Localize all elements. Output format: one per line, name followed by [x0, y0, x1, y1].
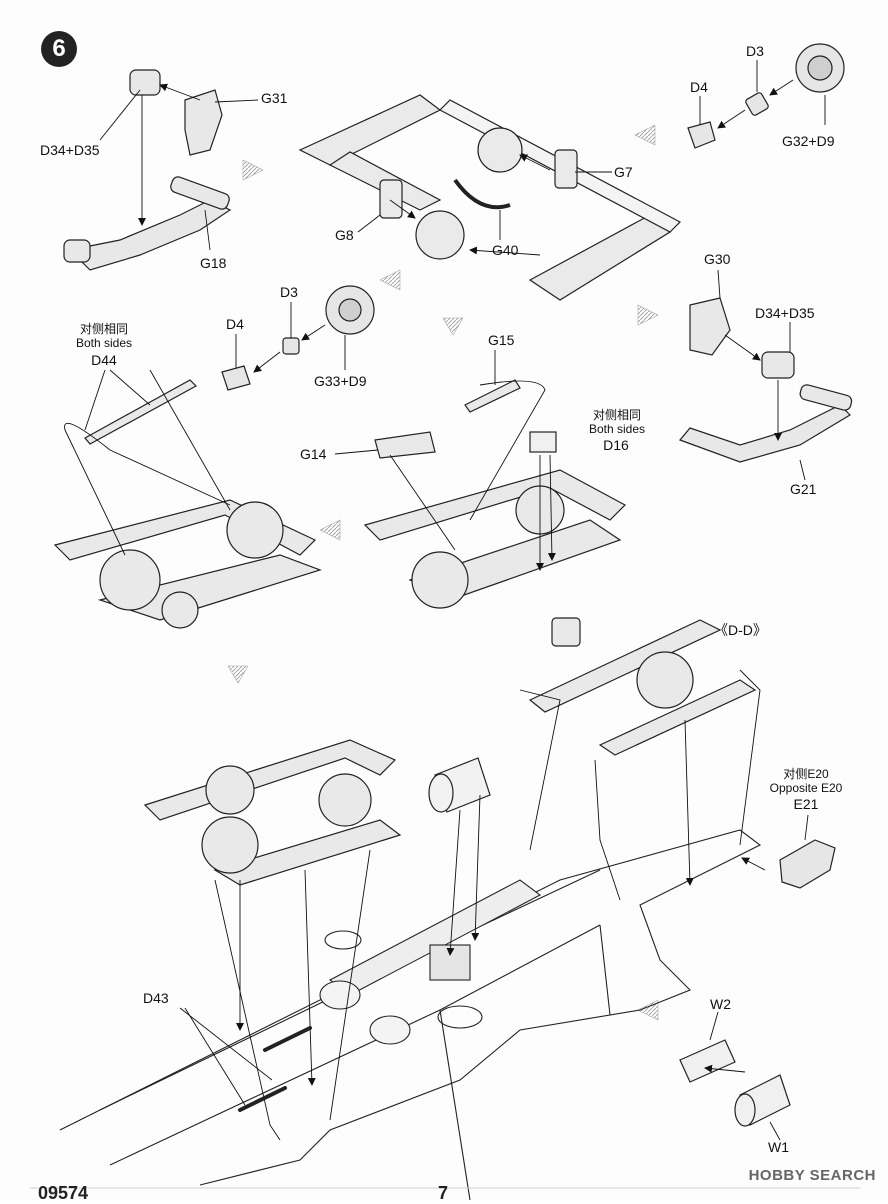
step-number-badge: 6	[41, 31, 77, 67]
label-d34-d35-right: D34+D35	[755, 305, 815, 321]
label-w1: W1	[768, 1139, 789, 1155]
flow-arrows	[227, 124, 659, 1021]
rear-bogie-frame	[298, 94, 681, 301]
label-e21-note-cn: 对侧E20	[783, 767, 829, 781]
watermark: HOBBY SEARCH	[748, 1167, 876, 1184]
label-d34-d35-top: D34+D35	[40, 142, 100, 158]
label-d44-note-cn: 对侧相同	[79, 322, 128, 336]
label-g8: G8	[335, 227, 354, 243]
label-d44: D44	[91, 352, 117, 368]
label-d16-note-en: Both sides	[588, 422, 646, 436]
label-w2: W2	[710, 996, 731, 1012]
g32-differential	[687, 43, 845, 149]
label-e21: E21	[793, 796, 819, 812]
fuel-tank	[428, 757, 491, 813]
label-dd-view: 《D-D》	[714, 622, 767, 638]
product-code: 09574	[38, 1183, 89, 1203]
label-g7: G7	[614, 164, 633, 180]
label-g32-d9: G32+D9	[782, 133, 835, 149]
label-d4-middle: D4	[226, 316, 244, 332]
page-number: 7	[438, 1183, 449, 1203]
label-g30: G30	[704, 251, 731, 267]
label-g40: G40	[492, 242, 519, 258]
g14-g15-bogie-assembly	[363, 379, 626, 609]
label-g18: G18	[200, 255, 227, 271]
label-g33-d9: G33+D9	[314, 373, 367, 389]
label-g31: G31	[261, 90, 288, 106]
label-d44-note-en: Both sides	[75, 336, 133, 350]
label-d4-top: D4	[690, 79, 708, 95]
label-g15: G15	[488, 332, 515, 348]
w1-w2-parts	[679, 1039, 791, 1127]
e21-part	[779, 839, 836, 889]
d44-bogie-assembly	[53, 379, 322, 629]
label-d3-top: D3	[746, 43, 764, 59]
label-g14: G14	[300, 446, 327, 462]
label-g21: G21	[790, 481, 817, 497]
g18-axle-assembly	[63, 69, 232, 271]
label-d16-note-cn: 对侧相同	[592, 408, 641, 422]
label-d16: D16	[603, 437, 629, 453]
label-d3-middle: D3	[280, 284, 298, 300]
label-e21-note-en: Opposite E20	[769, 781, 843, 795]
g21-axle-assembly	[678, 297, 853, 463]
g33-differential	[221, 285, 375, 391]
label-d43: D43	[143, 990, 169, 1006]
front-bogie-dd	[528, 617, 757, 756]
rear-bogie-lower	[143, 739, 402, 886]
